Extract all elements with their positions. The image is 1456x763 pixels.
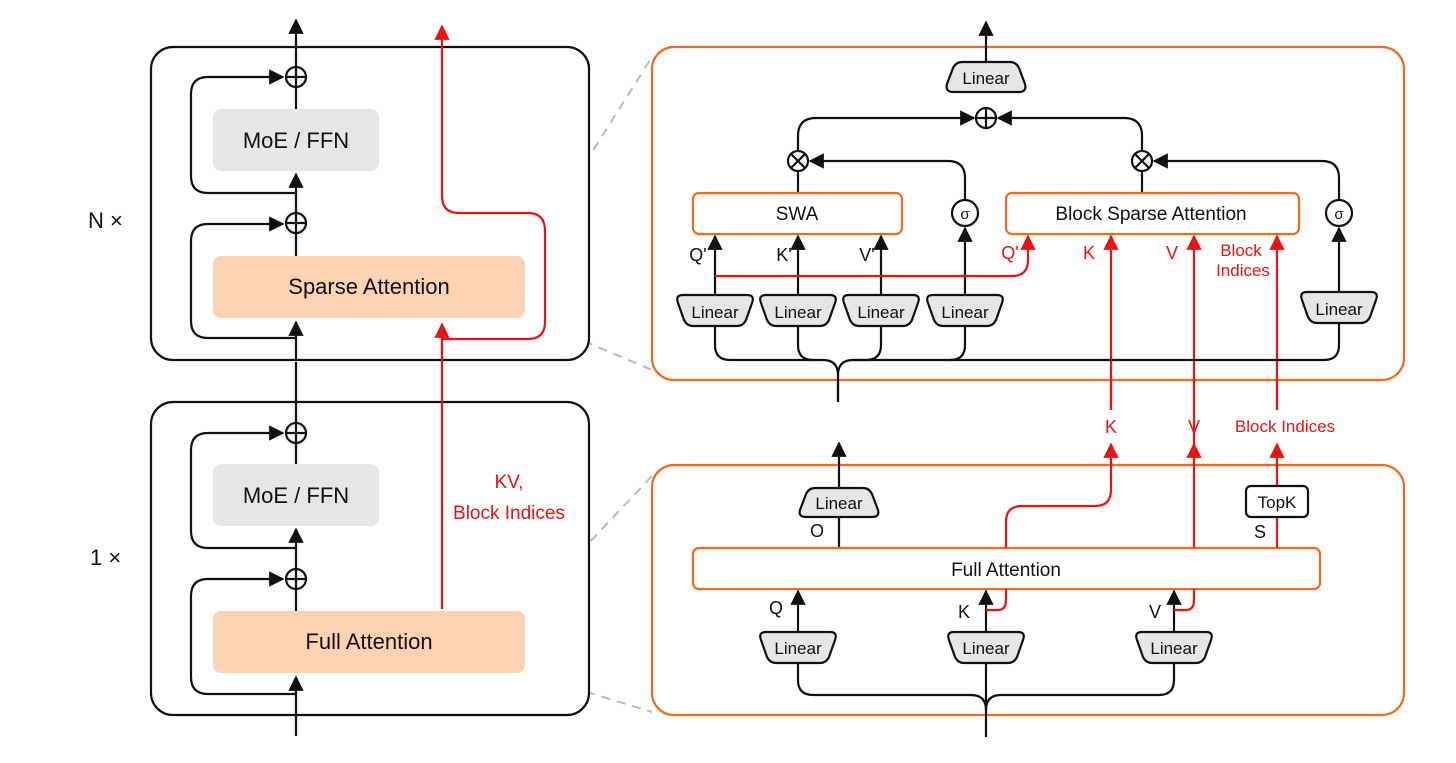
output-linear-block (945, 60, 1027, 94)
kv-label: KV, (495, 472, 524, 493)
k-label: K (958, 602, 970, 622)
between-k-label: K (1105, 417, 1117, 437)
q-prime-label: Q' (689, 245, 706, 265)
q-prime-red-label: Q' (1001, 243, 1018, 263)
topk-block (1244, 484, 1310, 519)
linear-projection-gate: Linear (926, 293, 1004, 328)
sparse-attention-label: Sparse Attention (288, 274, 449, 299)
block-sparse-attention-block (1004, 191, 1301, 236)
output-linear-label: Linear (962, 69, 1010, 88)
svg-text:Linear: Linear (774, 639, 822, 658)
linear-projection-q: Linear (759, 630, 837, 665)
full-attention-label: Full Attention (305, 629, 432, 654)
repeat-label-n: N × (88, 208, 123, 233)
residual-add-icon (284, 421, 308, 445)
residual-add-icon (284, 65, 308, 89)
svg-text:Linear: Linear (1315, 300, 1363, 319)
full-layer-block: 1 × MoE / FFN Full Attention KV, Block I… (90, 340, 591, 736)
moe-ffn-label: MoE / FFN (243, 128, 349, 153)
k-red-label: K (1083, 243, 1095, 263)
k-prime-label: K' (776, 245, 791, 265)
svg-text:Linear: Linear (774, 303, 822, 322)
full-attention-detail: Linear O Full Attention TopK S Q K V Lin… (650, 441, 1406, 737)
svg-text:Linear: Linear (691, 303, 739, 322)
svg-text:Linear: Linear (857, 303, 905, 322)
sigmoid-icon (950, 198, 980, 228)
o-label: O (810, 521, 824, 541)
block-indices-red-label-1: Block (1220, 241, 1262, 260)
sigmoid-symbol: σ (1334, 206, 1344, 223)
linear-projection-gate-2: Linear (1300, 290, 1378, 325)
sparse-attention-detail: Linear σ σ SWA Block Sparse Atte (650, 20, 1406, 490)
repeat-label-1: 1 × (90, 545, 121, 570)
q-prime-shared-arrow (715, 234, 1036, 278)
swa-block (691, 191, 904, 236)
between-v-label: V (1188, 417, 1200, 437)
s-label: S (1254, 522, 1266, 542)
sum-icon (974, 106, 998, 130)
sigmoid-symbol: σ (960, 206, 970, 223)
sparse-layer-block: N × MoE / FFN Sparse Attention (88, 18, 591, 362)
moe-ffn-label: MoE / FFN (243, 483, 349, 508)
gate-multiply-icon (786, 149, 810, 173)
linear-projection-q: Linear (676, 293, 754, 328)
svg-text:Linear: Linear (1150, 639, 1198, 658)
v-label: V (1149, 602, 1161, 622)
svg-text:Linear: Linear (962, 639, 1010, 658)
svg-text:Linear: Linear (941, 303, 989, 322)
q-label: Q (769, 598, 783, 618)
full-attention-block (213, 611, 525, 673)
v-red-label: V (1166, 243, 1178, 263)
topk-label: TopK (1258, 493, 1297, 512)
moe-ffn-block (213, 109, 379, 171)
k-output-arrow (1004, 442, 1119, 548)
gate-multiply-icon (1130, 149, 1154, 173)
block-indices-red-label-2: Indices (1216, 261, 1270, 280)
between-block-indices-label: Block Indices (1235, 417, 1335, 436)
kv-passthrough-arrow (434, 24, 547, 341)
residual-add-icon (284, 211, 308, 235)
linear-projection-k: Linear (947, 630, 1025, 665)
block-sparse-attention-label: Block Sparse Attention (1055, 204, 1246, 225)
block-indices-label: Block Indices (453, 503, 565, 524)
moe-ffn-block (213, 464, 379, 526)
sigmoid-icon (1324, 198, 1354, 228)
output-linear-label: Linear (815, 494, 863, 513)
v-prime-label: V' (859, 245, 874, 265)
residual-add-icon (284, 567, 308, 591)
output-linear-block (798, 486, 880, 519)
sparse-attention-block (213, 256, 525, 318)
full-attention-box-label: Full Attention (951, 560, 1061, 581)
linear-projection-v: Linear (1135, 630, 1213, 665)
linear-projection-v: Linear (842, 293, 920, 328)
linear-projection-k: Linear (759, 293, 837, 328)
swa-label: SWA (776, 204, 819, 225)
